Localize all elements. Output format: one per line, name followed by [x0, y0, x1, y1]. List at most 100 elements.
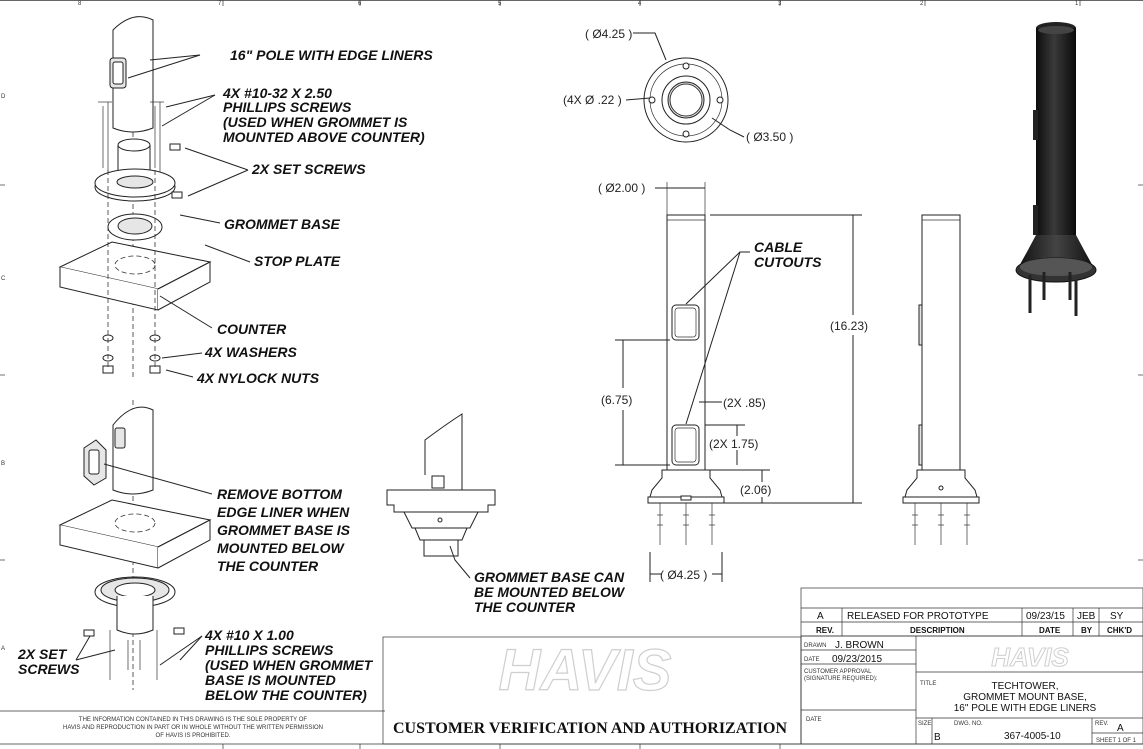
havis-watermark-left: HAVIS: [499, 638, 672, 703]
callout-phillips-below-5: BELOW THE COUNTER): [205, 687, 367, 703]
flange-top-view: [643, 57, 729, 143]
disclaimer-line-1: THE INFORMATION CONTAINED IN THIS DRAWIN…: [79, 717, 307, 723]
border-letter-d: D: [1, 94, 6, 100]
front-view-dimension-lines: [615, 187, 862, 582]
border-number-4: 4: [638, 1, 642, 7]
set-screw-bottom-left: [83, 629, 95, 637]
callout-set-screws-bottom-2: SCREWS: [18, 661, 80, 677]
section-view-below-counter: [386, 413, 496, 579]
rev-header-chkd: CHK'D: [1107, 626, 1132, 635]
customer-approval-1: CUSTOMER APPROVAL: [804, 669, 872, 675]
border-number-5: 5: [498, 1, 502, 7]
disclaimer-line-3: OF HAVIS IS PROHIBITED.: [156, 733, 231, 739]
exploded-view-below-counter: [58, 400, 212, 690]
callout-phillips-above-1: 4X #10-32 X 2.50: [222, 85, 332, 101]
dim-h675: (6.75): [601, 393, 632, 407]
rev-row-rev: A: [817, 611, 824, 622]
drawn-value: J. BROWN: [835, 640, 884, 651]
customer-verification-title: CUSTOMER VERIFICATION AND AUTHORIZATION: [393, 720, 787, 737]
size-value: B: [934, 732, 941, 743]
callout-remove-liner-3: GROMMET BASE IS: [217, 522, 351, 538]
callout-phillips-below-4: BASE IS MOUNTED: [205, 672, 336, 688]
callout-set-screws-top: 2X SET SCREWS: [251, 161, 366, 177]
pole-front-view: [647, 182, 725, 545]
callout-pole-edge-liners: 16" POLE WITH EDGE LINERS: [230, 47, 433, 63]
rev-row-chkd: SY: [1110, 611, 1124, 622]
drawn-date-value: 09/23/2015: [832, 654, 882, 665]
callout-phillips-above-3: (USED WHEN GROMMET IS: [223, 114, 408, 130]
rev-row-description: RELEASED FOR PROTOTYPE: [847, 611, 989, 622]
callout-cable-cutouts-2: CUTOUTS: [754, 254, 822, 270]
grommet-base-flange: [94, 168, 176, 202]
callout-phillips-below-2: PHILLIPS SCREWS: [205, 642, 334, 658]
border-number-1: 1: [1075, 1, 1079, 7]
size-label: SIZE: [918, 721, 931, 727]
border-number-6: 6: [358, 1, 362, 7]
callout-remove-liner-2: EDGE LINER WHEN: [217, 504, 350, 520]
callout-remove-liner-4: MOUNTED BELOW: [217, 540, 346, 556]
callout-washers: 4X WASHERS: [204, 344, 297, 360]
stop-plate-ring: [107, 213, 163, 241]
dim-d200: ( Ø2.00 ): [598, 181, 645, 195]
callout-cable-cutouts-1: CABLE: [754, 239, 803, 255]
washers-and-nuts: [102, 334, 161, 374]
dim-top-d425: ( Ø4.25 ): [585, 27, 632, 41]
dim-bottom-d425: ( Ø4.25 ): [660, 568, 707, 582]
dim-holes-022: (4X Ø .22 ): [563, 93, 622, 107]
title-line-3: 16" POLE WITH EDGE LINERS: [954, 703, 1097, 714]
phillips-screws-long: [98, 101, 164, 172]
callout-grommet-below-3: THE COUNTER: [474, 599, 576, 615]
rev-header-by: BY: [1081, 626, 1093, 635]
callout-phillips-above-2: PHILLIPS SCREWS: [223, 99, 352, 115]
disclaimer: THE INFORMATION CONTAINED IN THIS DRAWIN…: [0, 710, 385, 739]
dim-h1623: (16.23): [830, 319, 868, 333]
disclaimer-line-2: HAVIS AND REPRODUCTION IN PART OR IN WHO…: [63, 725, 323, 731]
set-screw-bottom-right: [173, 627, 185, 635]
dim-d350: ( Ø3.50 ): [746, 130, 793, 144]
border-letter-a: A: [1, 646, 5, 652]
pole-3d-render: [1015, 22, 1097, 316]
callout-grommet-below-2: BE MOUNTED BELOW: [474, 584, 626, 600]
rev-row-by: JEB: [1077, 611, 1096, 622]
bottom-left-leaders: [75, 463, 213, 666]
callout-phillips-below-1: 4X #10 X 1.00: [204, 627, 294, 643]
top-view-leaders: [625, 32, 745, 138]
drawn-label: DRAWN: [804, 643, 826, 649]
dwg-no-label: DWG. NO.: [954, 721, 983, 727]
customer-approval-2: (SIGNATURE REQUIRED):: [804, 676, 878, 682]
havis-watermark-right: HAVIS: [991, 642, 1069, 672]
rev-label: REV.: [1095, 721, 1109, 727]
counter-slab: [58, 241, 212, 311]
border-letter-b: B: [1, 461, 5, 467]
callout-phillips-above-4: MOUNTED ABOVE COUNTER): [223, 129, 425, 145]
border-number-2: 2: [920, 1, 924, 7]
rev-value: A: [1117, 723, 1124, 734]
revision-table: A RELEASED FOR PROTOTYPE 09/23/15 JEB SY…: [800, 587, 1143, 637]
dim-w085: (2X .85): [723, 396, 766, 410]
border-number-3: 3: [778, 1, 782, 7]
callout-remove-liner-1: REMOVE BOTTOM: [217, 486, 342, 502]
phillips-screws-short: [109, 630, 158, 680]
rev-header-date: DATE: [1039, 626, 1061, 635]
border-number-8: 8: [78, 1, 82, 7]
sheet-number: SHEET 1 OF 1: [1096, 738, 1137, 744]
pole-top: [109, 16, 154, 133]
border-number-7: 7: [218, 1, 222, 7]
callout-phillips-below-3: (USED WHEN GROMMET: [205, 657, 374, 673]
top-left-leaders: [127, 54, 251, 378]
title-line-1: TECHTOWER,: [991, 681, 1058, 692]
rev-row-date: 09/23/15: [1026, 611, 1065, 622]
counter-slab-lower: [58, 499, 212, 569]
edge-liner-removed: [83, 439, 107, 486]
callout-set-screws-bottom-1: 2X SET: [17, 646, 68, 662]
callout-counter: COUNTER: [217, 321, 287, 337]
approval-date-label: DATE: [806, 717, 822, 723]
drawn-date-label: DATE: [804, 657, 820, 663]
dim-h206: (2.06): [740, 483, 771, 497]
callout-remove-liner-5: THE COUNTER: [217, 558, 319, 574]
callout-nylock-nuts: 4X NYLOCK NUTS: [196, 370, 320, 386]
title-line-2: GROMMET MOUNT BASE,: [963, 692, 1087, 703]
rev-header-rev: REV.: [816, 626, 834, 635]
